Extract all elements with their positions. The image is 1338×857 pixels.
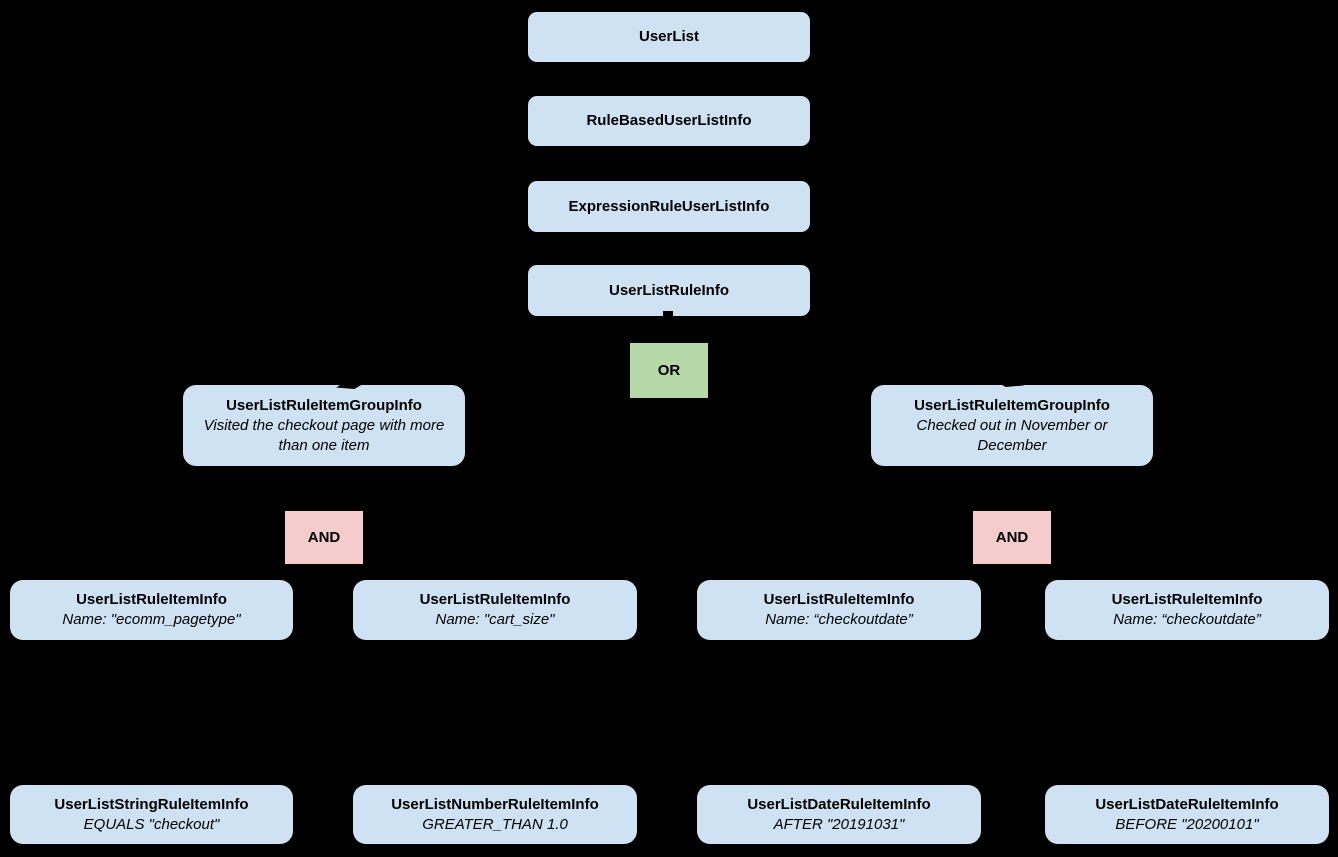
node-note: Visited the checkout page with more than… <box>203 416 445 454</box>
node-and-operator-left: AND <box>285 511 363 564</box>
node-title: OR <box>657 361 681 379</box>
node-number-rule-item: UserListNumberRuleItemInfo GREATER_THAN … <box>353 785 637 844</box>
node-title: UserListRuleItemInfo <box>1111 591 1263 608</box>
node-title: UserListDateRuleItemInfo <box>747 795 931 813</box>
node-note: EQUALS "checkout" <box>83 815 220 833</box>
node-rule-item-ecomm-pagetype: UserListRuleItemInfo Name: "ecomm_pagety… <box>10 580 293 640</box>
node-rule-item-cart-size: UserListRuleItemInfo Name: "cart_size" <box>353 580 637 640</box>
node-title: AND <box>995 528 1029 546</box>
node-or-operator: OR <box>630 343 708 398</box>
connector-stub <box>663 311 673 318</box>
node-note: Name: “checkoutdate” <box>1113 611 1261 628</box>
node-title: UserListNumberRuleItemInfo <box>391 795 599 813</box>
node-title: UserListRuleItemInfo <box>419 591 571 608</box>
node-note: Name: "cart_size" <box>435 611 555 628</box>
node-title: UserListRuleItemInfo <box>763 591 915 608</box>
node-string-rule-item: UserListStringRuleItemInfo EQUALS "check… <box>10 785 293 844</box>
node-rule-item-checkoutdate-2: UserListRuleItemInfo Name: “checkoutdate… <box>1045 580 1329 640</box>
node-and-operator-right: AND <box>973 511 1051 564</box>
node-note: Name: “checkoutdate” <box>765 611 913 628</box>
node-title: UserListRuleItemInfo <box>76 591 227 608</box>
node-date-rule-item-before: UserListDateRuleItemInfo BEFORE "2020010… <box>1045 785 1329 844</box>
node-rule-item-group-left: UserListRuleItemGroupInfo Visited the ch… <box>183 385 465 466</box>
node-title: UserListDateRuleItemInfo <box>1095 795 1279 813</box>
node-userlist: UserList <box>528 12 810 62</box>
node-title: UserListRuleItemGroupInfo <box>226 396 422 414</box>
node-title: ExpressionRuleUserListInfo <box>568 197 770 215</box>
node-rulebaseduserlistinfo: RuleBasedUserListInfo <box>528 96 810 146</box>
node-rule-item-checkoutdate-1: UserListRuleItemInfo Name: “checkoutdate… <box>697 580 981 640</box>
node-note: Name: "ecomm_pagetype" <box>62 611 241 628</box>
node-title: RuleBasedUserListInfo <box>586 112 752 129</box>
node-title: UserListStringRuleItemInfo <box>54 795 249 813</box>
node-note: Checked out in November or December <box>916 416 1108 454</box>
node-expressionruleuserlistinfo: ExpressionRuleUserListInfo <box>528 181 810 232</box>
node-rule-item-group-right: UserListRuleItemGroupInfo Checked out in… <box>871 385 1153 466</box>
node-note: GREATER_THAN 1.0 <box>422 815 568 833</box>
node-title: UserListRuleInfo <box>608 281 729 299</box>
node-title: AND <box>307 528 341 546</box>
node-date-rule-item-after: UserListDateRuleItemInfo AFTER "20191031… <box>697 785 981 844</box>
node-title: UserList <box>638 28 700 45</box>
node-title: UserListRuleItemGroupInfo <box>914 396 1110 414</box>
node-note: AFTER "20191031" <box>773 815 905 833</box>
node-userlistruleinfo: UserListRuleInfo <box>528 265 810 316</box>
node-note: BEFORE "20200101" <box>1115 815 1259 833</box>
